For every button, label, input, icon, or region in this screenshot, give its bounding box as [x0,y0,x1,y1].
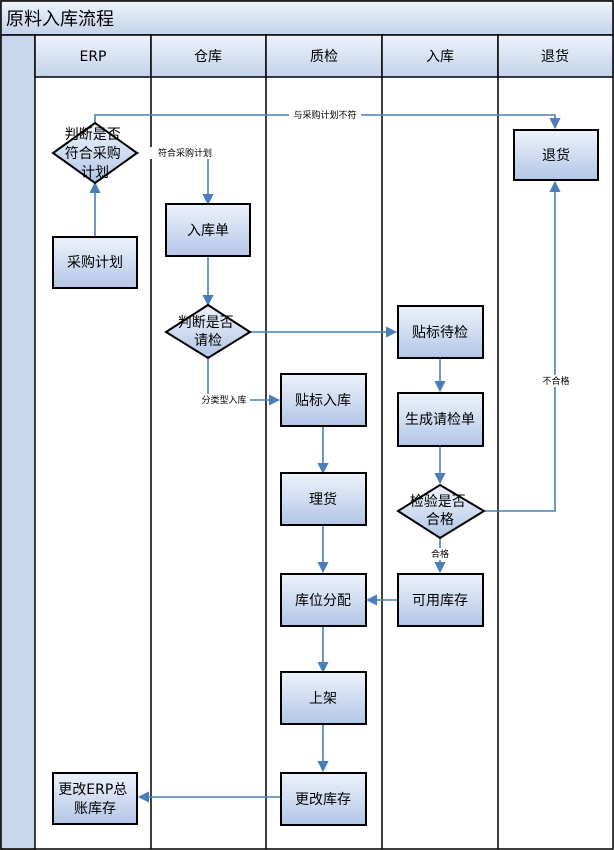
edge-label-unqualified: 不合格 [542,375,569,387]
node-inbound-order [165,203,251,257]
node-location-assign [280,573,367,627]
node-update-stock-label: 更改库存 [295,792,351,808]
node-judge-qualified-label: 检验是否 合格 [410,494,470,528]
title-bar [0,0,614,36]
node-sort-goods [280,472,367,526]
edge-label-match: 符合采购计划 [158,147,212,159]
lane-header-erp [34,34,152,78]
node-judge-plan-label: 判断是否 符合采购 计划 [65,127,125,181]
lane-header-inbound [381,34,499,78]
node-erp-update [52,772,138,825]
edge-label-not-match: 与采购计划不符 [293,109,356,121]
node-available-stock-label: 可用库存 [412,593,468,609]
node-judge-plan [51,121,139,185]
node-judge-qualified [396,483,486,540]
node-return-goods-label: 退货 [542,147,570,164]
lane-label-erp: ERP [79,49,106,65]
lane-label-return: 退货 [541,48,569,65]
node-label-inbound-label: 贴标入库 [295,393,351,409]
node-create-inspect-label: 生成请检单 [405,412,475,428]
diagram-title: 原料入库流程 [6,9,114,30]
node-inbound-order-label: 入库单 [187,223,229,239]
node-update-stock [280,772,367,826]
lane-header-qc [265,34,383,78]
node-label-pending [397,305,484,359]
lane-label-inbound: 入库 [426,49,454,65]
node-judge-inspect [164,303,252,360]
node-sort-goods-label: 理货 [309,491,337,508]
node-available-stock [397,573,484,627]
node-shelving [280,671,367,725]
node-location-assign-label: 库位分配 [295,593,351,609]
node-return-goods [513,129,599,181]
lane-header-return [497,34,614,78]
node-judge-inspect-label: 判断是否 请检 [178,315,238,349]
left-band [0,34,36,850]
node-erp-update-label: 更改ERP总 账库存 [58,782,131,817]
edge-label-qualified: 合格 [431,548,449,560]
node-shelving-label: 上架 [309,691,337,707]
lane-label-qc: 质检 [310,49,338,65]
node-purchase-plan [52,236,138,289]
lane-label-warehouse: 仓库 [194,49,222,65]
edge-label-classified: 分类型入库 [201,394,246,406]
node-purchase-plan-label: 采购计划 [67,255,123,271]
edge-qualified-to-return [484,180,561,512]
node-create-inspect [397,392,484,447]
node-label-pending-label: 贴标待检 [412,325,468,341]
node-label-inbound [280,373,367,427]
